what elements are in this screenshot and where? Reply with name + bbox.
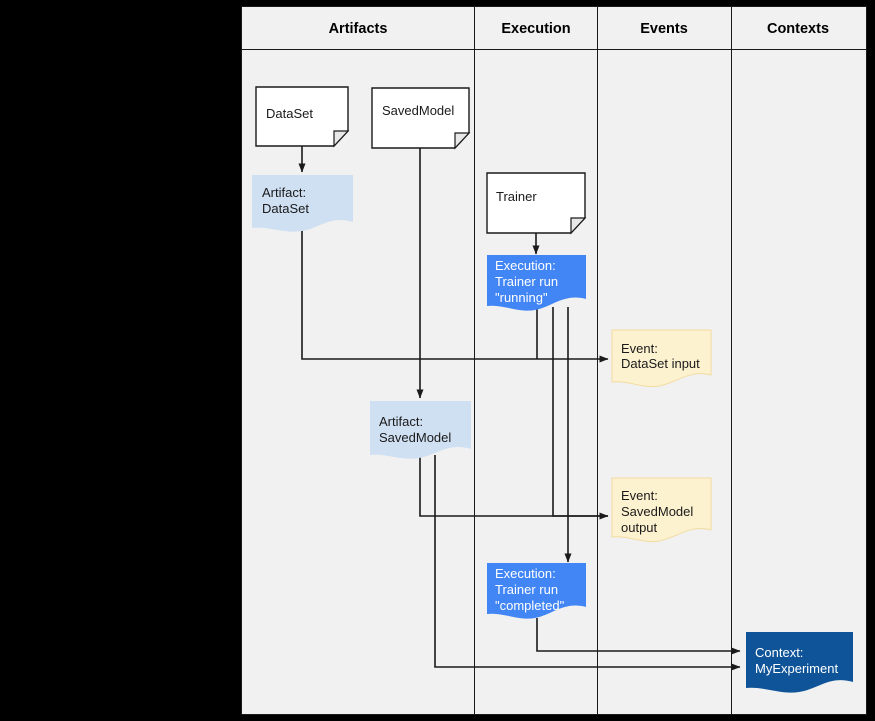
edge-execution-completed-to-context — [536, 618, 741, 655]
lane-header-execution: Execution — [501, 21, 570, 37]
node-trainer-document[interactable]: Trainer — [486, 172, 587, 235]
artifact-dataset-shape — [252, 175, 353, 232]
connectors — [298, 146, 741, 671]
lane-title-execution: Execution — [501, 21, 570, 37]
savedmodel-document-label: SavedModel — [382, 103, 454, 118]
lane-title-artifacts: Artifacts — [329, 21, 388, 37]
execution-running-shape — [487, 255, 586, 311]
lane-header-events: Events — [640, 21, 688, 37]
execution-running-label-line2: Trainer run — [495, 274, 558, 289]
edge-artifact-dataset-to-event-dataset-input — [301, 228, 609, 363]
execution-running-label-line1: Execution: — [495, 258, 556, 273]
artifact-savedmodel-shape — [370, 401, 471, 459]
trainer-folded-corner-icon — [570, 217, 587, 235]
lane-title-contexts: Contexts — [767, 21, 829, 37]
dataset-folded-corner-icon — [333, 130, 350, 148]
dataset-document-label: DataSet — [266, 106, 313, 121]
artifact-savedmodel-label-line2: SavedModel — [379, 430, 451, 445]
node-event-dataset-input[interactable]: Event: DataSet input — [611, 329, 712, 388]
node-context-myexperiment[interactable]: Context: MyExperiment — [746, 632, 853, 693]
node-artifact-savedmodel[interactable]: Artifact: SavedModel — [370, 401, 471, 459]
event-savedmodel-output-label-line3: output — [621, 520, 658, 535]
edge-artifact-savedmodel-to-context — [434, 455, 741, 671]
trainer-document-label: Trainer — [496, 189, 537, 204]
event-dataset-input-shape — [611, 329, 712, 388]
execution-running-label-line3: "running" — [495, 290, 548, 305]
execution-completed-label-line2: Trainer run — [495, 582, 558, 597]
lane-title-events: Events — [640, 21, 688, 37]
execution-completed-shape — [487, 563, 586, 619]
context-myexperiment-label-line1: Context: — [755, 645, 803, 660]
event-dataset-input-label-line1: Event: — [621, 341, 658, 356]
node-savedmodel-document[interactable]: SavedModel — [371, 87, 471, 150]
execution-completed-label-line1: Execution: — [495, 566, 556, 581]
node-execution-completed[interactable]: Execution: Trainer run "completed" — [487, 563, 586, 619]
savedmodel-folded-corner-icon — [454, 132, 471, 150]
edge-artifact-savedmodel-to-event-savedmodel-output — [419, 455, 608, 517]
node-artifact-dataset[interactable]: Artifact: DataSet — [252, 175, 353, 232]
artifact-dataset-label-line1: Artifact: — [262, 185, 306, 200]
lane-header-contexts: Contexts — [767, 21, 829, 37]
event-dataset-input-label-line2: DataSet input — [621, 356, 700, 371]
execution-completed-label-line3: "completed" — [495, 598, 565, 613]
event-savedmodel-output-label-line1: Event: — [621, 488, 658, 503]
event-savedmodel-output-shape — [611, 477, 712, 543]
artifact-dataset-label-line2: DataSet — [262, 201, 309, 216]
context-myexperiment-label-line2: MyExperiment — [755, 661, 838, 676]
lane-header-artifacts: Artifacts — [329, 21, 388, 37]
node-dataset-document[interactable]: DataSet — [255, 86, 350, 148]
event-savedmodel-output-label-line2: SavedModel — [621, 504, 693, 519]
lane-dividers — [241, 6, 867, 715]
context-myexperiment-shape — [746, 632, 853, 693]
node-event-savedmodel-output[interactable]: Event: SavedModel output — [611, 477, 712, 543]
node-execution-running[interactable]: Execution: Trainer run "running" — [487, 255, 586, 311]
artifact-savedmodel-label-line1: Artifact: — [379, 414, 423, 429]
